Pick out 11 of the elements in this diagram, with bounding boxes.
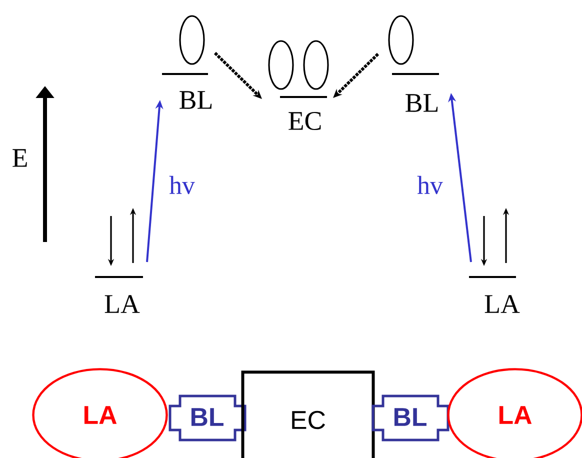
energy-level: LA	[469, 276, 520, 313]
energy-level: LA	[95, 276, 143, 313]
connector-box: BL	[168, 394, 246, 442]
energy-level: BL	[392, 73, 439, 112]
axis-label: E	[12, 149, 27, 167]
edge-label: hv	[416, 174, 444, 196]
edge-label: hv	[168, 174, 196, 196]
center-box: EC	[241, 370, 375, 458]
energy-level: BL	[162, 73, 212, 109]
energy-level: EC	[280, 96, 327, 130]
connector-box: BL	[372, 394, 450, 442]
